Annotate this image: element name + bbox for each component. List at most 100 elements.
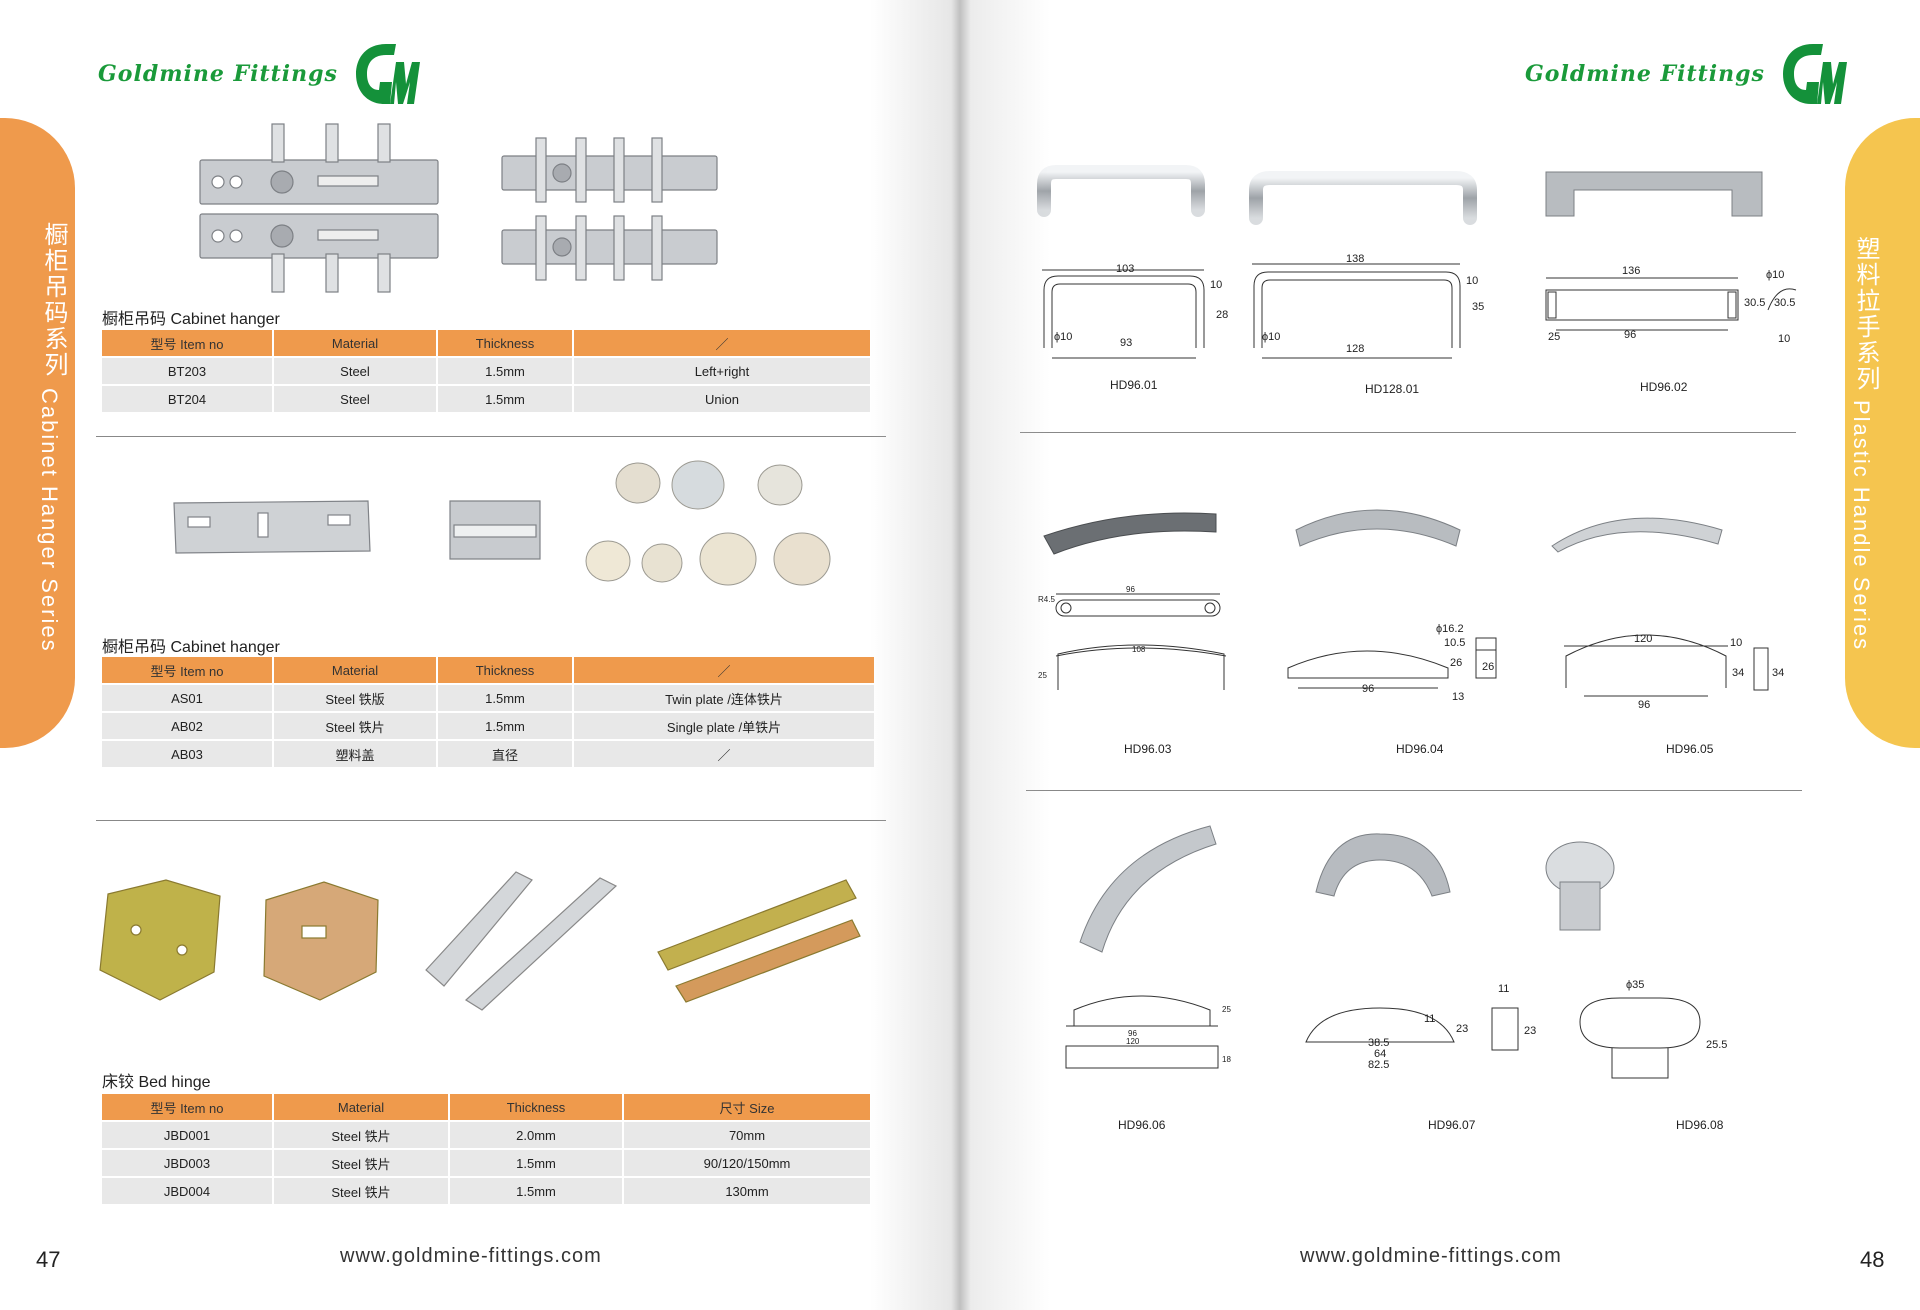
dim-label: 13 bbox=[1452, 691, 1464, 703]
dim-label: 30.5 bbox=[1744, 297, 1765, 309]
table-header-row: 型号 Item no Material Thickness ／ bbox=[102, 330, 872, 357]
col-header: Thickness bbox=[449, 1094, 624, 1121]
gm-logo-icon bbox=[355, 44, 420, 104]
side-tab bbox=[1845, 118, 1920, 748]
handles-row-3-image: 96 120 25 18 11 11 23 23 38.5 64 82.5 ϕ3… bbox=[1065, 825, 1727, 1079]
dim-label: 136 bbox=[1622, 265, 1640, 277]
bed-hinge-image bbox=[99, 871, 861, 1011]
table-header-row: 型号 Item no Material Thickness 尺寸 Size bbox=[102, 1094, 872, 1121]
dim-label: 96 bbox=[1126, 585, 1135, 594]
dim-label: 96 bbox=[1624, 329, 1636, 341]
dim-label: 138 bbox=[1346, 253, 1364, 265]
footer-url[interactable]: www.goldmine-fittings.com bbox=[340, 1245, 602, 1267]
cell: 塑料盖 bbox=[273, 739, 438, 767]
spec-table-as-ab: 型号 Item no Material Thickness ／ AS01 Ste… bbox=[102, 657, 876, 767]
cell: Steel 铁片 bbox=[273, 1176, 450, 1204]
table-row: JBD004 Steel 铁片 1.5mm 130mm bbox=[102, 1176, 872, 1204]
cell: 1.5mm bbox=[437, 384, 574, 412]
handles-row-2-image: 96 108 R4.5 25 ϕ16.2 10.5 96 26 26 13 12… bbox=[1038, 509, 1784, 711]
col-header: Thickness bbox=[437, 657, 574, 684]
dim-label: 25 bbox=[1222, 1005, 1231, 1014]
col-header: Material bbox=[273, 330, 438, 357]
divider bbox=[96, 820, 886, 821]
dim-label: 64 bbox=[1374, 1048, 1386, 1060]
col-header: 型号 Item no bbox=[102, 330, 274, 357]
dim-label: 23 bbox=[1524, 1025, 1536, 1037]
cell: AB02 bbox=[102, 711, 274, 740]
dim-label: ϕ10 bbox=[1262, 331, 1280, 343]
cell: 2.0mm bbox=[449, 1120, 624, 1149]
cell: Steel bbox=[273, 356, 438, 385]
dim-label: 10 bbox=[1778, 333, 1790, 345]
footer-url[interactable]: www.goldmine-fittings.com bbox=[1300, 1245, 1562, 1267]
product-code: HD96.01 bbox=[1110, 378, 1158, 392]
table-row: AS01 Steel 铁版 1.5mm Twin plate /连体铁片 bbox=[102, 683, 876, 712]
product-code: HD96.02 bbox=[1640, 380, 1688, 394]
cell: Steel 铁版 bbox=[273, 683, 438, 712]
side-tab-title-cn: 塑料拉手系列 bbox=[1852, 236, 1879, 392]
dim-label: 120 bbox=[1634, 633, 1652, 645]
table-row: AB02 Steel 铁片 1.5mm Single plate /单铁片 bbox=[102, 711, 876, 740]
divider bbox=[1020, 432, 1796, 433]
side-tab-title-en: Plastic Handle Series bbox=[1849, 400, 1874, 652]
col-header: 型号 Item no bbox=[102, 657, 274, 684]
cell: JBD001 bbox=[102, 1120, 274, 1149]
page-number: 47 bbox=[36, 1247, 61, 1272]
cell: Union bbox=[573, 384, 872, 412]
dim-label: 30.5 bbox=[1774, 297, 1795, 309]
dim-label: 96 bbox=[1128, 1029, 1137, 1038]
cell: JBD003 bbox=[102, 1148, 274, 1177]
col-header: ／ bbox=[573, 330, 872, 357]
dim-label: 26 bbox=[1450, 657, 1462, 669]
dim-label: 96 bbox=[1638, 699, 1650, 711]
product-code: HD96.05 bbox=[1666, 742, 1714, 756]
cell: 90/120/150mm bbox=[623, 1148, 872, 1177]
dim-label: 82.5 bbox=[1368, 1059, 1389, 1071]
dim-label: 25 bbox=[1038, 671, 1047, 680]
product-code: HD96.06 bbox=[1118, 1118, 1166, 1132]
product-code: HD96.04 bbox=[1396, 742, 1444, 756]
dim-label: 10 bbox=[1730, 637, 1742, 649]
cell: 130mm bbox=[623, 1176, 872, 1204]
dim-label: 128 bbox=[1346, 343, 1364, 355]
table-row: JBD003 Steel 铁片 1.5mm 90/120/150mm bbox=[102, 1148, 872, 1177]
spec-table-jbd: 型号 Item no Material Thickness 尺寸 Size JB… bbox=[102, 1094, 872, 1204]
dim-label: 28 bbox=[1216, 309, 1228, 321]
dim-label: 96 bbox=[1362, 683, 1374, 695]
dim-label: ϕ35 bbox=[1626, 979, 1644, 991]
product-code: HD96.08 bbox=[1676, 1118, 1724, 1132]
cell: BT204 bbox=[102, 384, 274, 412]
section-title-cabinet-hanger-2: 橱柜吊码 Cabinet hanger bbox=[102, 639, 280, 656]
cell: 1.5mm bbox=[437, 683, 574, 712]
divider bbox=[1026, 790, 1802, 791]
dim-label: 26 bbox=[1482, 661, 1494, 673]
table-row: BT204 Steel 1.5mm Union bbox=[102, 384, 872, 412]
dim-label: 10 bbox=[1210, 279, 1222, 291]
col-header: Thickness bbox=[437, 330, 574, 357]
dim-label: 25.5 bbox=[1706, 1039, 1727, 1051]
dim-label: 34 bbox=[1732, 667, 1744, 679]
dim-label: 11 bbox=[1424, 1013, 1435, 1025]
dim-label: 10.5 bbox=[1444, 637, 1465, 649]
dim-label: 23 bbox=[1456, 1023, 1468, 1035]
cell: Single plate /单铁片 bbox=[573, 711, 876, 740]
dim-label: 10 bbox=[1466, 275, 1478, 287]
spec-table-bt: 型号 Item no Material Thickness ／ BT203 St… bbox=[102, 330, 872, 412]
cabinet-hanger-bt-image bbox=[199, 123, 718, 293]
cell: 1.5mm bbox=[437, 711, 574, 740]
product-code: HD96.03 bbox=[1124, 742, 1172, 756]
right-page: Goldmine Fittings 塑料拉手系列 Plastic Handle … bbox=[960, 0, 1920, 1310]
brand-header-right: Goldmine Fittings bbox=[1525, 38, 1847, 110]
side-tab bbox=[0, 118, 75, 748]
dim-label: 11 bbox=[1498, 983, 1509, 995]
col-header: 尺寸 Size bbox=[623, 1094, 872, 1121]
col-header: ／ bbox=[573, 657, 876, 684]
cell: Steel 铁片 bbox=[273, 711, 438, 740]
side-tab-title-cn: 橱柜吊码系列 bbox=[40, 222, 67, 378]
col-header: 型号 Item no bbox=[102, 1094, 274, 1121]
dim-label: 18 bbox=[1222, 1055, 1231, 1064]
dim-label: 103 bbox=[1116, 263, 1134, 275]
cell: ／ bbox=[573, 739, 876, 767]
table-row: BT203 Steel 1.5mm Left+right bbox=[102, 356, 872, 385]
